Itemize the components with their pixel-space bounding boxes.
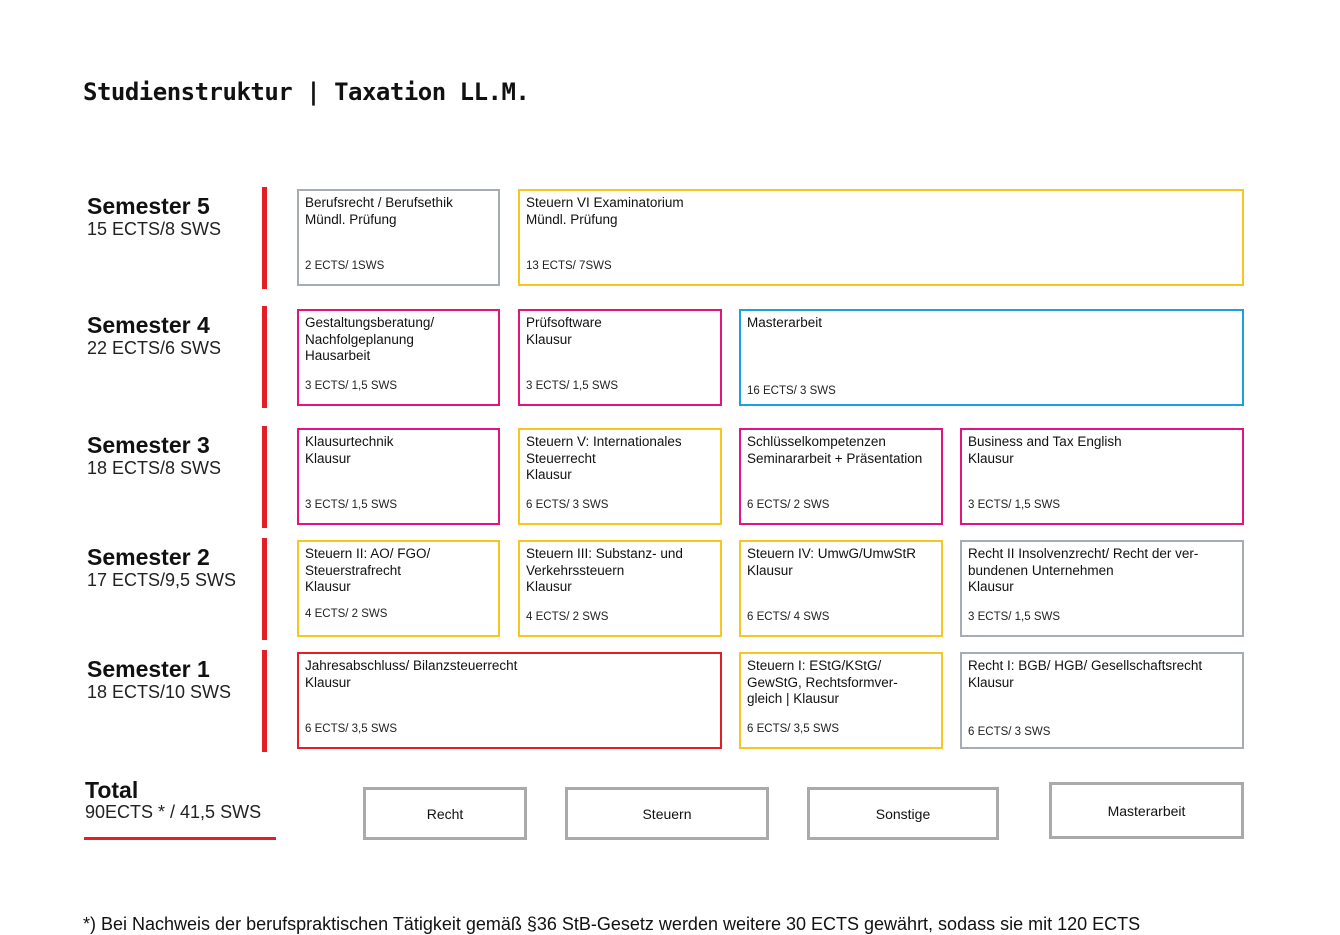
footnote: *) Bei Nachweis der berufspraktischen Tä… (83, 914, 1141, 934)
total-label: Total (85, 777, 139, 803)
module-title: Recht II Insolvenzrecht/ Recht der ver- … (968, 546, 1199, 594)
module-credits: 6 ECTS/ 3,5 SWS (305, 722, 398, 735)
semester-2-label: Semester 2 (87, 544, 210, 570)
module-schluesselkompetenzen[interactable]: Schlüsselkompetenzen Seminararbeit + Prä… (739, 428, 943, 525)
module-title: Schlüsselkompetenzen Seminararbeit + Prä… (747, 434, 923, 466)
module-title: Steuern IV: UmwG/UmwStR Klausur (747, 546, 917, 578)
semester-3-label: Semester 3 (87, 432, 210, 458)
semester-5-label: Semester 5 (87, 193, 210, 219)
semester-1-info: 18 ECTS/10 SWS (87, 682, 232, 702)
module-business-tax-english[interactable]: Business and Tax English Klausur 3 ECTS/… (960, 428, 1244, 525)
page-title: Studienstruktur | Taxation LL.M. (83, 78, 530, 106)
module-gestaltungsberatung[interactable]: Gestaltungsberatung/ Nachfolgeplanung Ha… (297, 309, 500, 406)
legend-masterarbeit: Masterarbeit (1049, 782, 1244, 839)
semester-4-marker (262, 306, 267, 408)
module-title: Steuern VI Examinatorium Mündl. Prüfung (526, 195, 684, 227)
module-masterarbeit[interactable]: Masterarbeit 16 ECTS/ 3 SWS (739, 309, 1244, 406)
semester-1-label: Semester 1 (87, 656, 210, 682)
module-title: Masterarbeit (747, 315, 823, 330)
semester-2-marker (262, 538, 267, 640)
legend-recht: Recht (363, 787, 527, 840)
module-title: Jahresabschluss/ Bilanzsteuerrecht Klaus… (305, 658, 518, 690)
module-credits: 6 ECTS/ 4 SWS (747, 610, 830, 623)
module-credits: 6 ECTS/ 3,5 SWS (747, 722, 840, 735)
module-steuern-vi[interactable]: Steuern VI Examinatorium Mündl. Prüfung … (518, 189, 1244, 286)
semester-3-marker (262, 426, 267, 528)
module-title: Klausurtechnik Klausur (305, 434, 394, 466)
module-title: Prüfsoftware Klausur (526, 315, 602, 347)
legend-steuern: Steuern (565, 787, 769, 840)
module-steuern-ii[interactable]: Steuern II: AO/ FGO/ Steuerstrafrecht Kl… (297, 540, 500, 637)
module-credits: 6 ECTS/ 2 SWS (747, 498, 830, 511)
module-credits: 3 ECTS/ 1,5 SWS (968, 610, 1061, 623)
module-title: Steuern II: AO/ FGO/ Steuerstrafrecht Kl… (305, 546, 431, 594)
module-steuern-iv[interactable]: Steuern IV: UmwG/UmwStR Klausur 6 ECTS/ … (739, 540, 943, 637)
total-value: 90ECTS * / 41,5 SWS (85, 802, 262, 822)
module-credits: 3 ECTS/ 1,5 SWS (305, 498, 398, 511)
module-credits: 6 ECTS/ 3 SWS (526, 498, 609, 511)
semester-4-label: Semester 4 (87, 312, 210, 338)
semester-5-marker (262, 187, 267, 289)
semester-1-marker (262, 650, 267, 752)
module-title: Berufsrecht / Berufsethik Mündl. Prüfung (305, 195, 453, 227)
module-title: Recht I: BGB/ HGB/ Gesellschaftsrecht Kl… (968, 658, 1203, 690)
module-recht-i[interactable]: Recht I: BGB/ HGB/ Gesellschaftsrecht Kl… (960, 652, 1244, 749)
semester-4-info: 22 ECTS/6 SWS (87, 338, 222, 358)
module-credits: 4 ECTS/ 2 SWS (526, 610, 609, 623)
semester-3-info: 18 ECTS/8 SWS (87, 458, 222, 478)
module-jahresabschluss[interactable]: Jahresabschluss/ Bilanzsteuerrecht Klaus… (297, 652, 722, 749)
module-credits: 16 ECTS/ 3 SWS (747, 384, 836, 397)
module-steuern-v[interactable]: Steuern V: Internationales Steuerrecht K… (518, 428, 722, 525)
module-credits: 2 ECTS/ 1SWS (305, 259, 385, 272)
module-berufsrecht[interactable]: Berufsrecht / Berufsethik Mündl. Prüfung… (297, 189, 500, 286)
module-title: Steuern III: Substanz- und Verkehrssteue… (526, 546, 683, 594)
module-title: Gestaltungsberatung/ Nachfolgeplanung Ha… (305, 315, 435, 363)
total-underline (84, 837, 276, 840)
module-steuern-i[interactable]: Steuern I: EStG/KStG/ GewStG, Rechtsform… (739, 652, 943, 749)
semester-5-info: 15 ECTS/8 SWS (87, 219, 222, 239)
module-steuern-iii[interactable]: Steuern III: Substanz- und Verkehrssteue… (518, 540, 722, 637)
module-title: Steuern I: EStG/KStG/ GewStG, Rechtsform… (747, 658, 898, 706)
module-credits: 3 ECTS/ 1,5 SWS (526, 379, 619, 392)
semester-2-info: 17 ECTS/9,5 SWS (87, 570, 237, 590)
module-credits: 3 ECTS/ 1,5 SWS (305, 379, 398, 392)
module-title: Steuern V: Internationales Steuerrecht K… (526, 434, 682, 482)
module-credits: 6 ECTS/ 3 SWS (968, 725, 1051, 738)
module-pruefsoftware[interactable]: Prüfsoftware Klausur 3 ECTS/ 1,5 SWS (518, 309, 722, 406)
module-recht-ii[interactable]: Recht II Insolvenzrecht/ Recht der ver- … (960, 540, 1244, 637)
module-title: Business and Tax English Klausur (968, 434, 1122, 466)
module-klausurtechnik[interactable]: Klausurtechnik Klausur 3 ECTS/ 1,5 SWS (297, 428, 500, 525)
module-credits: 4 ECTS/ 2 SWS (305, 607, 388, 620)
module-credits: 13 ECTS/ 7SWS (526, 259, 612, 272)
module-credits: 3 ECTS/ 1,5 SWS (968, 498, 1061, 511)
legend-sonstige: Sonstige (807, 787, 999, 840)
